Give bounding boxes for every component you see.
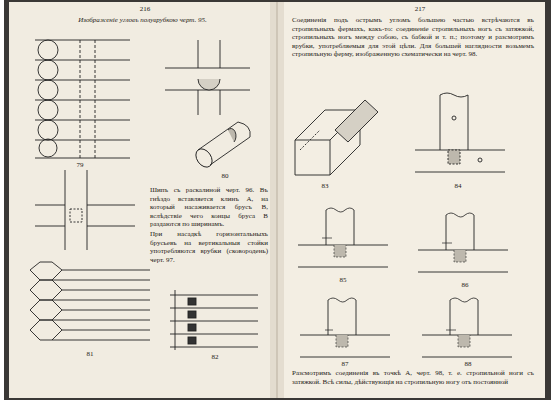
figure-number: 87: [335, 360, 355, 369]
figure-number: 86: [455, 281, 475, 290]
page-number: 216: [120, 5, 170, 14]
post-joint-figure: [165, 40, 250, 115]
figure-number: 80: [215, 172, 235, 181]
post-tenon-figure: [415, 93, 505, 172]
t-joint-figure: [298, 208, 512, 357]
hewn-log-figure: [30, 262, 150, 340]
figure-number: 82: [205, 353, 225, 362]
body-paragraph: Разсмотримъ соединенія въ точкѣ A, черт.…: [292, 369, 534, 386]
page-header: Изображеніе угловъ полуврубкою черт. 95.: [30, 16, 255, 25]
log-wall-figure: [35, 40, 130, 158]
body-paragraph: Шипъ съ раскалиной черт. 96. Въ гнѣздо в…: [150, 186, 268, 229]
body-paragraph: Соединенія подъ острымъ угломъ большею ч…: [292, 16, 534, 59]
oblique-block-figure: [295, 100, 378, 175]
notched-beam-figure: [170, 290, 258, 350]
page-number: 217: [395, 5, 445, 14]
cross-joint-figure: [35, 170, 135, 250]
figure-number: 83: [315, 182, 335, 191]
figure-number: 79: [70, 161, 90, 170]
figure-number: 84: [448, 182, 468, 191]
figure-number: 88: [458, 360, 478, 369]
body-paragraph: При насадкѣ горизонтальныхъ брусьевъ на …: [150, 230, 268, 264]
figure-number: 85: [333, 276, 353, 285]
figure-number: 81: [80, 350, 100, 359]
dimension-marks: [322, 238, 456, 330]
round-tenon-figure: [193, 122, 251, 170]
